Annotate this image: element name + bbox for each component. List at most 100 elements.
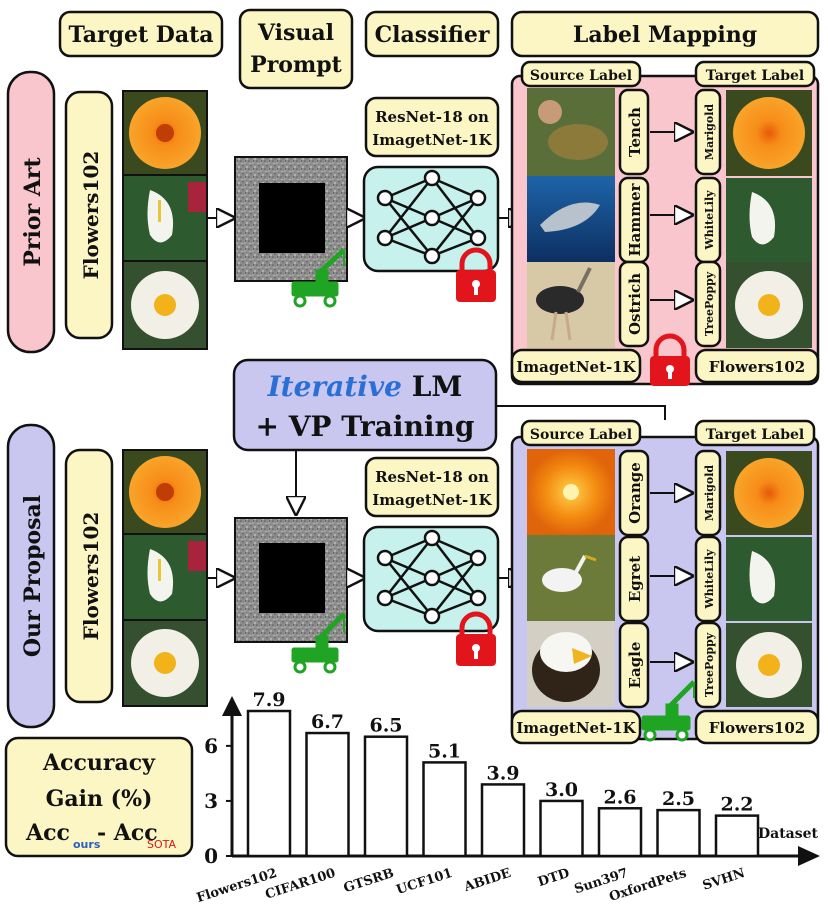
svg-text:Prompt: Prompt bbox=[250, 52, 342, 78]
svg-text:Label Mapping: Label Mapping bbox=[573, 22, 757, 48]
bar-svhn bbox=[714, 814, 760, 858]
svg-text:Flowers102: Flowers102 bbox=[79, 512, 103, 641]
svg-text:Visual: Visual bbox=[257, 20, 334, 46]
marigold-image bbox=[124, 92, 206, 174]
y-axis-arrow bbox=[222, 696, 242, 716]
svg-text:Our Proposal: Our Proposal bbox=[20, 495, 46, 657]
bar-value-label: 6.5 bbox=[369, 715, 402, 737]
whitelily-image bbox=[124, 535, 206, 619]
svg-text:Marigold: Marigold bbox=[703, 465, 716, 521]
bar-oxfordpets bbox=[656, 808, 701, 858]
x-axis-arrow bbox=[798, 846, 820, 866]
header-visual-prompt: Visual Prompt bbox=[238, 8, 354, 90]
treepoppy-image bbox=[124, 262, 206, 348]
dataset-label-prior: Flowers102 bbox=[64, 90, 114, 340]
svg-text:ImagetNet-1K: ImagetNet-1K bbox=[372, 491, 492, 509]
bar-value-label: 6.7 bbox=[311, 711, 344, 733]
target-images-prior bbox=[726, 90, 812, 348]
bar-cifar100 bbox=[305, 731, 350, 858]
bar-value-label: 3.0 bbox=[545, 779, 578, 801]
crane-icon bbox=[291, 248, 346, 308]
svg-text:Accuracy: Accuracy bbox=[42, 750, 156, 776]
x-tick-label: DTD bbox=[536, 866, 571, 890]
x-tick-label: UCF101 bbox=[395, 866, 455, 898]
x-tick-label: SVHN bbox=[701, 866, 747, 894]
bar-value-label: 5.1 bbox=[428, 740, 461, 762]
svg-text:Target Data: Target Data bbox=[68, 22, 213, 48]
x-axis-label: Dataset bbox=[758, 826, 819, 842]
svg-text:Target Label: Target Label bbox=[706, 427, 805, 443]
svg-text:Source Label: Source Label bbox=[530, 427, 632, 443]
svg-text:Flowers102: Flowers102 bbox=[709, 358, 805, 376]
header-label-mapping: Label Mapping bbox=[510, 10, 820, 58]
crane-icon bbox=[291, 612, 346, 674]
svg-text:ImagetNet-1K: ImagetNet-1K bbox=[516, 719, 636, 737]
source-label-chips-proposal: Orange Egret Eagle bbox=[618, 449, 650, 709]
svg-text:Hammer: Hammer bbox=[626, 182, 644, 256]
svg-text:WhiteLily: WhiteLily bbox=[703, 549, 716, 610]
y-tick-label: 3 bbox=[204, 789, 218, 813]
svg-text:Acc: Acc bbox=[25, 820, 70, 846]
header-target-data: Target Data bbox=[58, 10, 224, 58]
svg-text:Flowers102: Flowers102 bbox=[79, 151, 103, 280]
marigold-image bbox=[124, 451, 206, 533]
bar-abide bbox=[480, 783, 526, 858]
svg-text:Gain (%): Gain (%) bbox=[46, 786, 153, 812]
bar-value-label: 3.9 bbox=[486, 762, 519, 784]
svg-text:Ostrich: Ostrich bbox=[626, 273, 644, 335]
label-mapping-panel-proposal: Source Label Target Label Orange Egret E… bbox=[510, 419, 820, 745]
bar-value-label: 2.2 bbox=[720, 794, 753, 816]
bar-sun397 bbox=[597, 807, 643, 858]
svg-text:SOTA: SOTA bbox=[147, 838, 177, 851]
svg-text:TreePoppy: TreePoppy bbox=[703, 632, 716, 697]
lock-icon bbox=[650, 333, 690, 386]
row-label-our-proposal: Our Proposal bbox=[6, 423, 56, 729]
y-tick-label: 6 bbox=[204, 734, 218, 758]
svg-text:ImagetNet-1K: ImagetNet-1K bbox=[372, 131, 492, 149]
target-label-chips-prior: Marigold WhiteLily TreePoppy bbox=[694, 88, 722, 348]
svg-text:Egret: Egret bbox=[626, 556, 644, 602]
iterative-training-box: Iterative LM + VP Training bbox=[232, 358, 498, 452]
x-tick-label: GTSRB bbox=[342, 866, 396, 896]
classifier-label-proposal: ResNet-18 on ImagetNet-1K bbox=[364, 456, 500, 518]
bar-flowers102 bbox=[246, 709, 292, 858]
source-images-proposal bbox=[527, 449, 615, 707]
x-tick-label: ABIDE bbox=[461, 866, 513, 896]
svg-text:Flowers102: Flowers102 bbox=[709, 719, 805, 737]
whitelily-image bbox=[124, 176, 206, 260]
svg-text:ResNet-18 on: ResNet-18 on bbox=[375, 468, 489, 486]
lock-icon bbox=[456, 611, 496, 666]
svg-text:Marigold: Marigold bbox=[703, 104, 716, 160]
svg-text:Prior Art: Prior Art bbox=[20, 157, 46, 267]
svg-text:TreePoppy: TreePoppy bbox=[703, 271, 716, 336]
bar-dtd bbox=[539, 799, 584, 858]
y-tick-label: 0 bbox=[204, 844, 218, 868]
target-images-proposal bbox=[726, 451, 812, 707]
treepoppy-image bbox=[124, 621, 206, 705]
lock-icon bbox=[456, 247, 496, 302]
header-classifier: Classifier bbox=[364, 10, 500, 58]
svg-text:+ VP Training: + VP Training bbox=[256, 410, 475, 443]
bar-value-label: 2.5 bbox=[662, 788, 695, 810]
bar-gtsrb bbox=[363, 735, 409, 858]
svg-text:Target Label: Target Label bbox=[706, 68, 805, 84]
svg-text:WhiteLily: WhiteLily bbox=[703, 190, 716, 251]
source-images-prior bbox=[527, 88, 615, 348]
svg-text:ResNet-18 on: ResNet-18 on bbox=[375, 108, 489, 126]
svg-text:Source Label: Source Label bbox=[530, 68, 632, 84]
row-label-prior-art: Prior Art bbox=[6, 70, 56, 354]
dataset-label-proposal: Flowers102 bbox=[64, 448, 114, 704]
svg-text:Eagle: Eagle bbox=[626, 642, 644, 689]
feedback-connector bbox=[496, 405, 666, 420]
bar-value-label: 2.6 bbox=[603, 786, 636, 808]
svg-text:ours: ours bbox=[73, 838, 101, 851]
visual-prompt-proposal bbox=[234, 517, 348, 643]
svg-text:- Acc: - Acc bbox=[97, 820, 158, 846]
svg-text:Classifier: Classifier bbox=[375, 22, 490, 48]
neural-network-icon-prior bbox=[362, 165, 500, 273]
target-label-chips-proposal: Marigold WhiteLily TreePoppy bbox=[694, 449, 722, 709]
svg-text:Tench: Tench bbox=[626, 107, 644, 157]
bar-ucf101 bbox=[422, 761, 467, 858]
bar-value-label: 7.9 bbox=[252, 689, 285, 711]
